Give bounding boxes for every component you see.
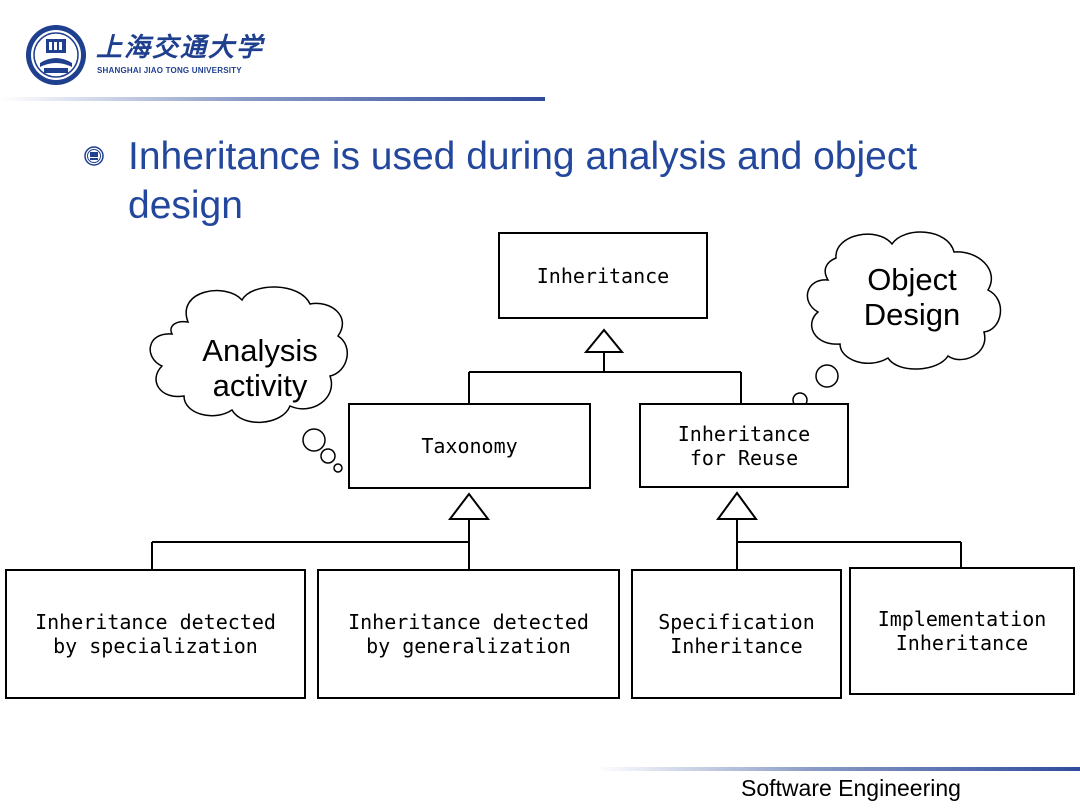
leaf2-line1: Inheritance detected xyxy=(348,610,589,634)
taxonomy-label: Taxonomy xyxy=(421,434,518,458)
analysis-cloud-line1: Analysis xyxy=(202,333,318,368)
logo-english-name: SHANGHAI JIAO TONG UNIVERSITY xyxy=(97,66,242,75)
design-cloud-shape xyxy=(774,231,1002,422)
leaf2-line2: by generalization xyxy=(366,634,571,658)
design-cloud-line2: Design xyxy=(863,297,961,332)
leaf4-line2: Inheritance xyxy=(895,631,1029,655)
inheritance-root-label: Inheritance xyxy=(536,263,670,288)
inheritance-root-box: Inheritance xyxy=(498,232,708,319)
inheritance-for-reuse-box: Inheritance for Reuse xyxy=(639,403,849,488)
bullet-text: Inheritance is used during analysis and … xyxy=(128,135,918,227)
design-cloud-label: Object Design xyxy=(842,262,982,332)
leaf3-line1: Specification xyxy=(658,610,815,634)
analysis-cloud-line2: activity xyxy=(212,368,308,403)
university-logo xyxy=(24,23,88,87)
analysis-cloud-label: Analysis activity xyxy=(178,333,342,403)
bullet-icon xyxy=(84,146,104,171)
leaf1-line1: Inheritance detected xyxy=(35,610,276,634)
footer-divider xyxy=(595,767,1080,771)
reuse-line2: for Reuse xyxy=(689,445,799,470)
leaf-specialization-box: Inheritance detected by specialization xyxy=(5,569,306,699)
leaf-implementation-box: Implementation Inheritance xyxy=(849,567,1075,695)
reuse-line1: Inheritance xyxy=(677,421,811,446)
leaf-generalization-box: Inheritance detected by generalization xyxy=(317,569,620,699)
analysis-cloud-shape xyxy=(149,286,348,473)
logo-chinese-name: 上海交通大学 xyxy=(96,33,265,63)
design-cloud-line1: Object xyxy=(867,262,957,297)
header-divider xyxy=(0,97,545,101)
generalization-triangle-root xyxy=(583,328,625,353)
footer-course-title: Software Engineering xyxy=(741,775,961,801)
generalization-triangle-reuse xyxy=(716,491,758,520)
leaf3-line2: Inheritance xyxy=(670,634,803,658)
leaf1-line2: by specialization xyxy=(53,634,258,658)
university-seal-icon xyxy=(26,25,86,85)
leaf-specification-box: Specification Inheritance xyxy=(631,569,842,699)
leaf4-line1: Implementation xyxy=(877,607,1047,631)
taxonomy-box: Taxonomy xyxy=(348,403,591,489)
generalization-triangle-taxonomy xyxy=(447,492,491,520)
